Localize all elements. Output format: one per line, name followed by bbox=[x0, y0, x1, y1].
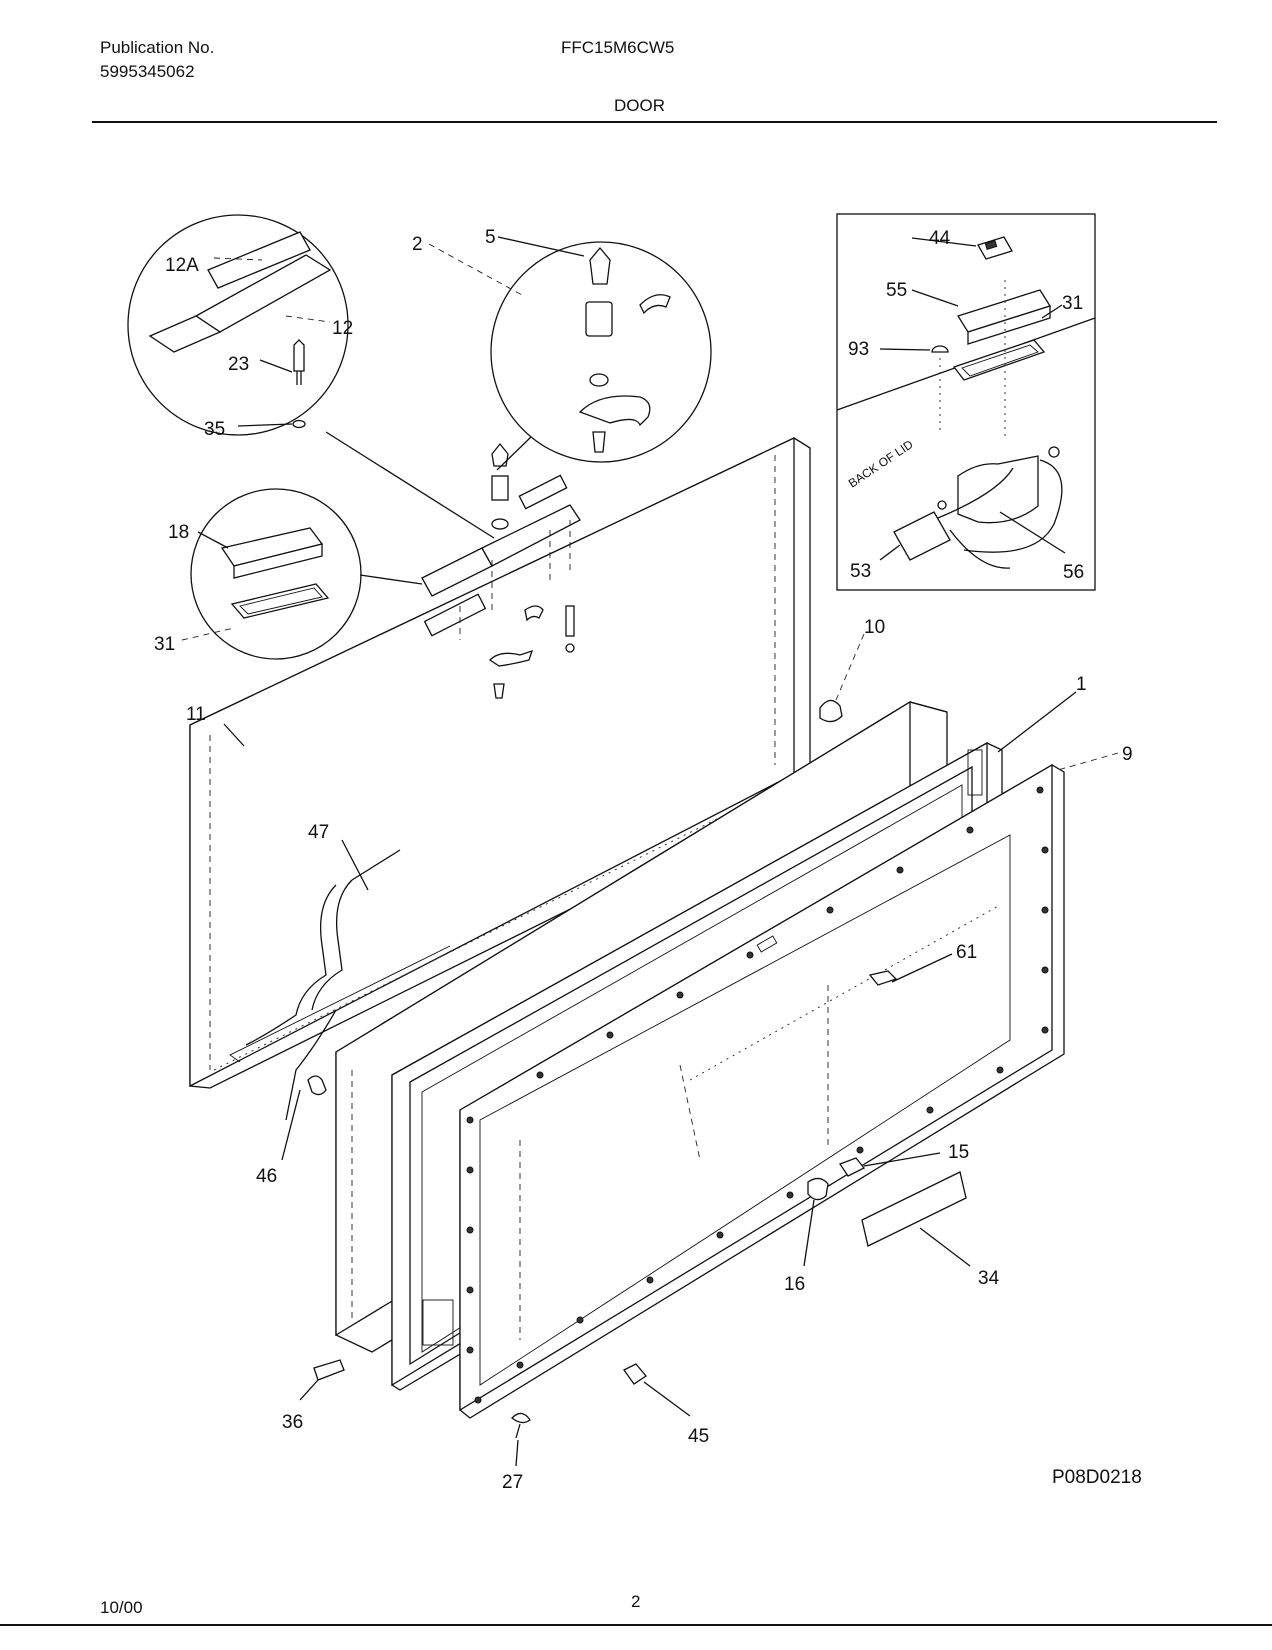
callout-45: 45 bbox=[688, 1426, 709, 1447]
callout-23: 23 bbox=[228, 354, 249, 375]
detail-circle-hinge bbox=[490, 241, 712, 471]
callout-31-left: 31 bbox=[154, 634, 175, 655]
callout-10: 10 bbox=[864, 617, 885, 638]
callout-12a: 12A bbox=[165, 255, 199, 276]
inset-back-of-lid-text: BACK OF LID bbox=[846, 437, 916, 491]
detail-circle-cover bbox=[190, 488, 423, 660]
callouts: 12A 12 23 35 5 2 18 31 44 55 31 93 53 56… bbox=[154, 227, 1133, 1493]
callout-31-inset: 31 bbox=[1062, 293, 1083, 314]
inset-box: BACK OF LID bbox=[836, 213, 1096, 591]
leader-lines bbox=[181, 236, 1119, 1467]
callout-61: 61 bbox=[956, 942, 977, 963]
callout-15: 15 bbox=[948, 1142, 969, 1163]
callout-53: 53 bbox=[850, 561, 871, 582]
page-number: 2 bbox=[631, 1592, 641, 1611]
drawing-number: P08D0218 bbox=[1052, 1467, 1142, 1488]
hinge-assembly bbox=[421, 442, 581, 699]
inner-door-liner bbox=[459, 763, 1065, 1419]
callout-56: 56 bbox=[1063, 562, 1084, 583]
publication-number: 5995345062 bbox=[100, 62, 195, 81]
callout-2: 2 bbox=[412, 234, 423, 255]
callout-16: 16 bbox=[784, 1274, 805, 1295]
callout-27: 27 bbox=[502, 1472, 523, 1493]
callout-44: 44 bbox=[929, 228, 951, 249]
section-title: DOOR bbox=[614, 96, 665, 115]
header-rule bbox=[92, 121, 1217, 123]
callout-55: 55 bbox=[886, 280, 907, 301]
small-parts bbox=[245, 699, 967, 1439]
callout-1: 1 bbox=[1076, 674, 1087, 695]
footer-rule bbox=[0, 1624, 1272, 1626]
callout-34: 34 bbox=[978, 1268, 1000, 1289]
callout-9: 9 bbox=[1122, 744, 1133, 765]
callout-36: 36 bbox=[282, 1412, 303, 1433]
callout-47: 47 bbox=[308, 822, 329, 843]
footer-date: 10/00 bbox=[100, 1598, 143, 1617]
publication-label: Publication No. bbox=[100, 38, 215, 57]
model-number: FFC15M6CW5 bbox=[561, 38, 675, 57]
callout-12: 12 bbox=[332, 318, 353, 339]
callout-11: 11 bbox=[186, 704, 206, 725]
callout-5: 5 bbox=[485, 227, 496, 248]
callout-18: 18 bbox=[168, 522, 189, 543]
callout-93: 93 bbox=[848, 339, 869, 360]
callout-35: 35 bbox=[204, 419, 225, 440]
callout-46: 46 bbox=[256, 1166, 277, 1187]
